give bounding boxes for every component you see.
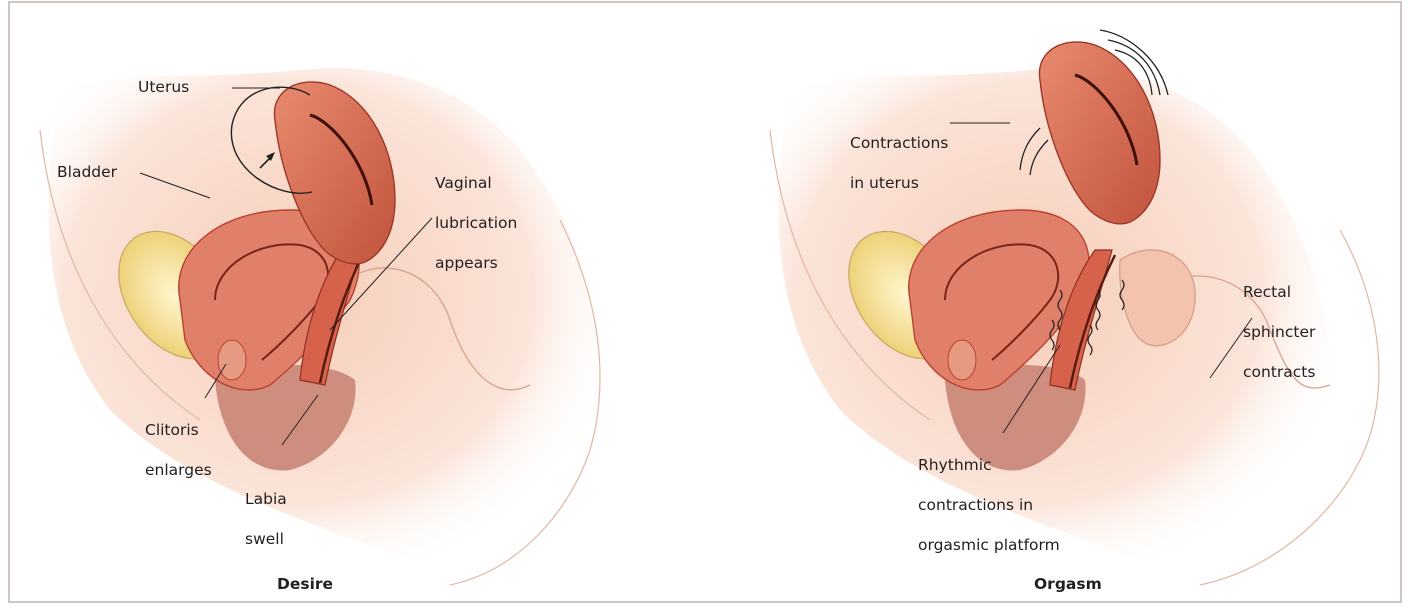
label-line: lubrication bbox=[435, 213, 517, 233]
label-uterus: Uterus bbox=[138, 77, 189, 97]
label-line: contractions in bbox=[918, 495, 1060, 515]
caption-orgasm: Orgasm bbox=[1034, 575, 1102, 593]
label-bladder: Bladder bbox=[57, 162, 117, 182]
label-rectal-sphincter: Rectal sphincter contracts bbox=[1243, 262, 1315, 402]
label-vaginal-lubrication: Vaginal lubrication appears bbox=[435, 153, 517, 293]
label-line: contracts bbox=[1243, 362, 1315, 382]
label-contractions-uterus: Contractions in uterus bbox=[850, 113, 948, 213]
label-line: Rhythmic bbox=[918, 455, 1060, 475]
desire-illustration bbox=[40, 68, 604, 585]
label-line: swell bbox=[245, 529, 287, 549]
label-line: in uterus bbox=[850, 173, 948, 193]
label-line: Clitoris bbox=[145, 420, 212, 440]
label-line: Contractions bbox=[850, 133, 948, 153]
label-line: sphincter bbox=[1243, 322, 1315, 342]
caption-desire: Desire bbox=[277, 575, 333, 593]
label-line: appears bbox=[435, 253, 517, 273]
label-clitoris: Clitoris enlarges bbox=[145, 400, 212, 500]
label-line: enlarges bbox=[145, 460, 212, 480]
label-line: orgasmic platform bbox=[918, 535, 1060, 555]
label-rhythmic-contractions: Rhythmic contractions in orgasmic platfo… bbox=[918, 435, 1060, 575]
label-line: Rectal bbox=[1243, 282, 1315, 302]
label-line: Labia bbox=[245, 489, 287, 509]
label-line: Vaginal bbox=[435, 173, 517, 193]
label-labia: Labia swell bbox=[245, 469, 287, 569]
